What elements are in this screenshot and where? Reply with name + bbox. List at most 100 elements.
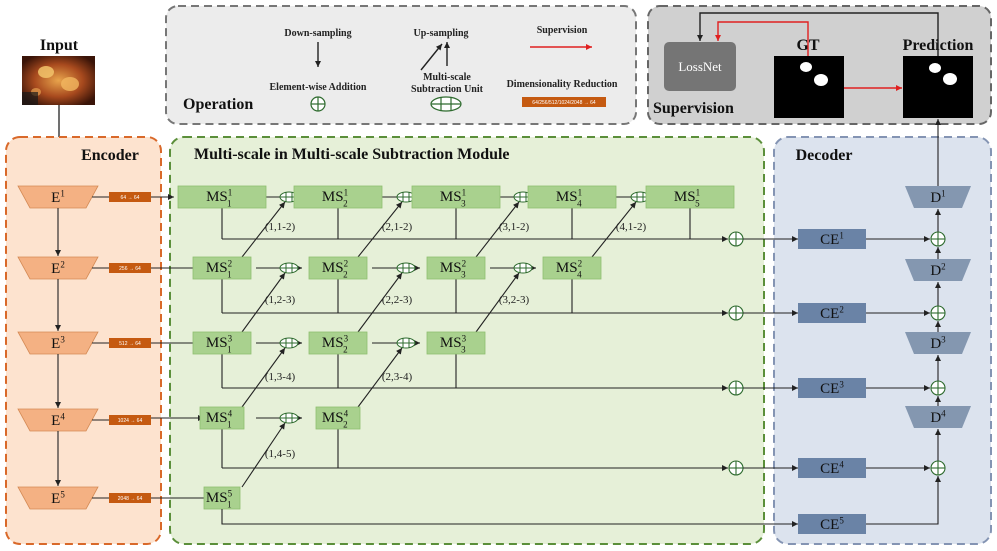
ms-upsample-arrow-r3c3 [475, 272, 520, 333]
ce5-to-decoder-sum [866, 476, 941, 525]
pair-label-6: (2,2-3) [382, 294, 413, 306]
ce-label-4-superscript: 4 [839, 459, 844, 469]
ms-upsample-arrow-r4c1 [241, 347, 286, 408]
ms-label-r3c1-subscript: 1 [227, 345, 232, 355]
ms-label-r1c4-superscript: 1 [578, 187, 583, 197]
encoder-label-e5: E5 [51, 489, 65, 507]
ce-block-1: CE1 [798, 229, 866, 249]
msu-icon [430, 96, 462, 112]
ms-label-r1c4-subscript: 4 [577, 199, 582, 209]
pair-label-5: (1,2-3) [265, 294, 296, 306]
gt-mask-image [774, 56, 844, 118]
upsampling-diagonal-arrow-icon [420, 43, 443, 71]
ms-upsample-arrow-r2c4 [591, 201, 637, 258]
row-sum-plus-r3 [728, 380, 744, 396]
encoder-label-e5-base: E [51, 491, 60, 507]
pair-label-4: (4,1-2) [616, 221, 647, 233]
decoder-block-d1: D1 [905, 186, 971, 208]
legend-addition-label: Element-wise Addition [270, 82, 367, 93]
element-wise-addition-icon [310, 96, 326, 112]
ce-label-1: CE1 [820, 230, 844, 248]
ce-block-5: CE5 [798, 514, 866, 534]
ms-upsample-arrow-r2c1 [241, 201, 286, 258]
encoder-label-e3: E3 [51, 334, 65, 352]
pair-label-7: (3,2-3) [499, 294, 530, 306]
ms-label-r1c2-superscript: 1 [344, 187, 349, 197]
pair-label-3: (3,1-2) [499, 221, 530, 233]
cross-region-connections [221, 119, 941, 527]
operation-legend: Operation Down-sampling Up-sampling Supe… [165, 5, 637, 125]
dimred-chip-e2: 256 → 64 [109, 263, 151, 273]
legend-downsampling-label: Down-sampling [284, 28, 351, 39]
ms-label-r1c1-base: MS [206, 189, 228, 205]
ms-label-r1c5-superscript: 1 [696, 187, 701, 197]
ce-label-1-base: CE [820, 232, 839, 248]
ms-label-r1c5-subscript: 5 [695, 199, 700, 209]
ms-label-r3c3-base: MS [440, 335, 462, 351]
legend-dimred-swatch [522, 97, 606, 107]
ce-label-3-superscript: 3 [839, 379, 844, 389]
legend-upsampling-label: Up-sampling [413, 28, 468, 39]
ms-label-r5c1-superscript: 5 [228, 488, 233, 498]
decoder-label-d4: D4 [930, 408, 946, 426]
module-connections [151, 194, 728, 501]
ms-label-r5c1-base: MS [206, 490, 228, 506]
legend-dimred-label: Dimensionality Reduction [507, 79, 618, 90]
ce-label-3-base: CE [820, 381, 839, 397]
ce-label-1-superscript: 1 [839, 230, 844, 240]
dimred-text-e4: 1024 → 64 [118, 418, 143, 424]
decoder-label-d2-base: D [930, 263, 941, 279]
ms-label-r3c3-subscript: 3 [461, 345, 466, 355]
msu-r2c3 [513, 262, 533, 274]
ms-label-r2c2-superscript: 2 [344, 258, 349, 268]
ms-label-r3c1-base: MS [206, 335, 228, 351]
ms-label-r2c1-base: MS [206, 260, 228, 276]
ce-label-4-base: CE [820, 461, 839, 477]
dimred-chip-e5: 2048 → 64 [109, 493, 151, 503]
legend-msu-label-line1: Multi-scale [423, 72, 471, 83]
prediction-mask-image [903, 56, 973, 118]
encoder-label-e4: E4 [51, 411, 65, 429]
pair-label-1: (1,1-2) [265, 221, 296, 233]
row-sum-plus-r2 [728, 305, 744, 321]
encoder-label-e3-superscript: 3 [60, 334, 65, 344]
ms-label-r1c2-base: MS [322, 189, 344, 205]
msu-r3c2 [396, 337, 416, 349]
ce-label-4: CE4 [820, 459, 844, 477]
legend-supervision-label: Supervision [537, 25, 588, 36]
legend-msu-label-line2: Subtraction Unit [411, 84, 484, 95]
decoder-label-d3-base: D [930, 336, 941, 352]
msu-r2c1 [279, 262, 299, 274]
ce-block-3: CE3 [798, 378, 866, 398]
decoder-title: Decoder [796, 147, 853, 164]
encoder-block-e2: E2 [17, 256, 99, 280]
decoder-label-d2: D2 [930, 261, 945, 279]
module-nodes: (1,1-2)(2,1-2)(3,1-2)(4,1-2)(1,2-3)(2,2-… [177, 185, 744, 510]
ms-label-r4c1-subscript: 1 [227, 420, 232, 430]
input-endoscopy-image [22, 56, 95, 105]
ms-label-r4c2-base: MS [322, 410, 344, 426]
lossnet-label: LossNet [678, 59, 722, 74]
encoder-block-e5: E5 [17, 486, 99, 510]
decoder-sum-plus-4 [930, 460, 946, 476]
decoder-label-d1: D1 [930, 188, 945, 206]
supervision-panel: Supervision LossNet GT Prediction [647, 5, 992, 125]
ms-label-r4c1-superscript: 4 [228, 408, 233, 418]
decoder-block-d3: D3 [905, 332, 971, 354]
ms-label-r2c1-subscript: 1 [227, 270, 232, 280]
